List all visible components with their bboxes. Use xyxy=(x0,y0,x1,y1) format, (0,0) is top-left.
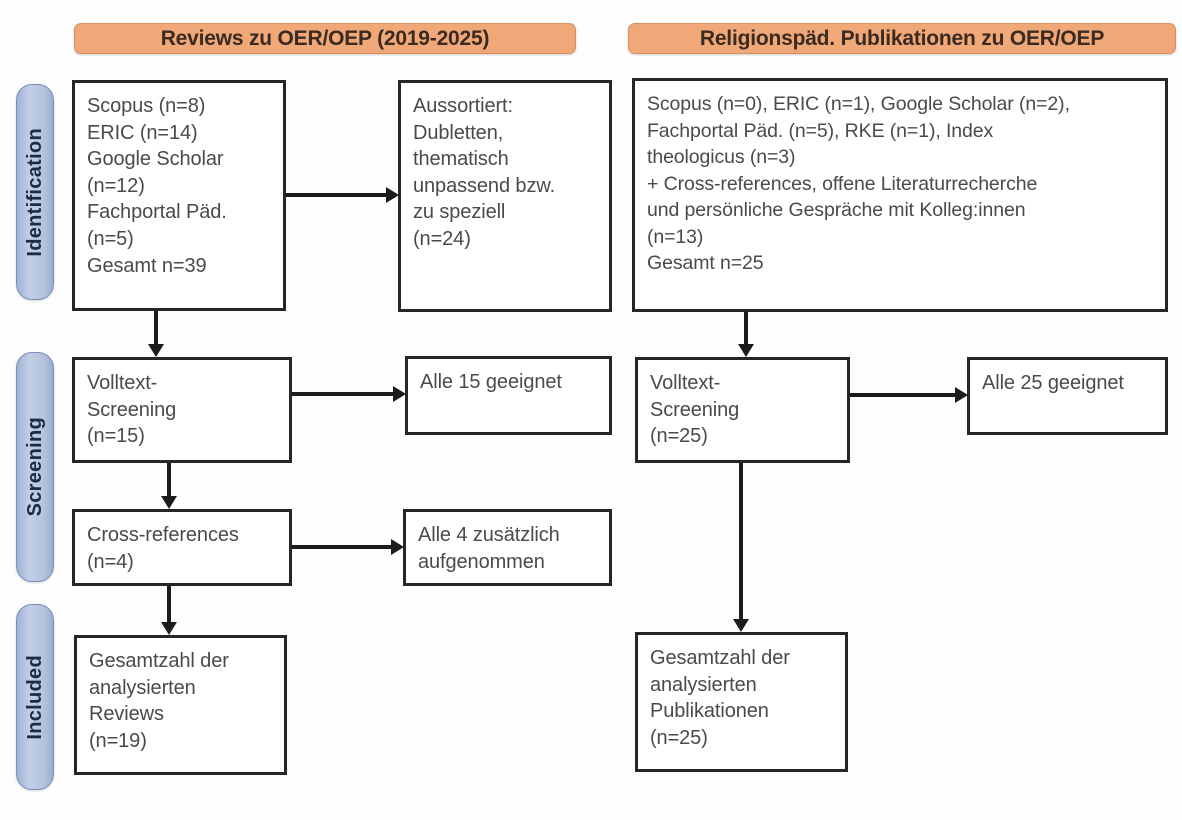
connector-left-sources-to-fulltext xyxy=(154,311,158,344)
box-left-screening-crossreferences: Cross-references (n=4) xyxy=(72,509,292,586)
box-right-included-total: Gesamtzahl der analysierten Publikatione… xyxy=(635,632,848,772)
connector-left-sources-to-excluded xyxy=(286,193,386,197)
connector-left-crossrefs-to-included xyxy=(167,586,171,622)
box-right-identification-sources: Scopus (n=0), ERIC (n=1), Google Scholar… xyxy=(632,78,1168,312)
box-left-identification-sources: Scopus (n=8) ERIC (n=14) Google Scholar … xyxy=(72,80,286,311)
arrowhead-left-sources-to-fulltext xyxy=(148,344,164,357)
box-left-screening-eligible: Alle 15 geeignet xyxy=(405,356,612,435)
column-header-reviews: Reviews zu OER/OEP (2019-2025) xyxy=(74,23,576,54)
stage-label-identification: Identification xyxy=(16,84,54,300)
box-left-screening-fulltext: Volltext- Screening (n=15) xyxy=(72,357,292,463)
connector-right-sources-to-fulltext xyxy=(744,312,748,344)
stage-label-included-text: Included xyxy=(23,654,46,740)
arrowhead-left-sources-to-excluded xyxy=(386,187,399,203)
connector-left-fulltext-to-crossrefs xyxy=(167,463,171,496)
box-left-included-total: Gesamtzahl der analysierten Reviews (n=1… xyxy=(74,635,287,775)
arrowhead-right-fulltext-to-included xyxy=(733,619,749,632)
arrowhead-left-fulltext-to-eligible xyxy=(393,386,406,402)
column-header-religionspaed: Religionspäd. Publikationen zu OER/OEP xyxy=(628,23,1176,54)
connector-right-fulltext-to-included xyxy=(739,463,743,619)
connector-right-fulltext-to-eligible xyxy=(850,393,955,397)
arrowhead-left-crossrefs-to-added xyxy=(391,539,404,555)
box-left-identification-excluded: Aussortiert: Dubletten, thematisch unpas… xyxy=(398,80,612,312)
connector-left-crossrefs-to-added xyxy=(292,545,391,549)
stage-label-screening-text: Screening xyxy=(23,417,46,517)
stage-label-included: Included xyxy=(16,604,54,790)
arrowhead-right-fulltext-to-eligible xyxy=(955,387,968,403)
box-right-screening-eligible: Alle 25 geeignet xyxy=(967,357,1168,435)
stage-label-screening: Screening xyxy=(16,352,54,582)
stage-label-identification-text: Identification xyxy=(23,127,46,257)
arrowhead-right-sources-to-fulltext xyxy=(738,344,754,357)
arrowhead-left-fulltext-to-crossrefs xyxy=(161,496,177,509)
box-left-screening-crossreferences-added: Alle 4 zusätzlich aufgenommen xyxy=(403,509,612,586)
box-right-screening-fulltext: Volltext- Screening (n=25) xyxy=(635,357,850,463)
arrowhead-left-crossrefs-to-included xyxy=(161,622,177,635)
connector-left-fulltext-to-eligible xyxy=(292,392,393,396)
